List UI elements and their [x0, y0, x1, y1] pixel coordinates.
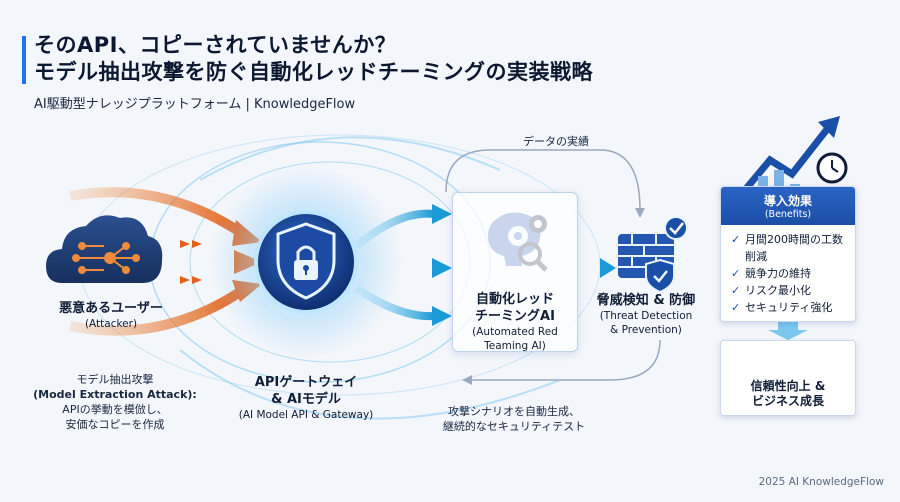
check-icon: ✓	[731, 284, 741, 297]
shield-lock-icon	[276, 222, 336, 300]
benefits-card: 導入効果 (Benefits) ✓ 月間200時間の工数削減 ✓ 競争力の維持 ✓ リ…	[720, 186, 856, 322]
attack-note-line-3: APIの挙動を模倣し、	[62, 403, 168, 416]
attacker-title: 悪意あるユーザー	[59, 301, 163, 316]
redteam-label: 自動化レッド チーミングAI (Automated Red Teaming AI…	[453, 291, 577, 353]
trust-line-1: 信頼性向上 &	[750, 379, 826, 393]
benefits-list: ✓ 月間200時間の工数削減 ✓ 競争力の維持 ✓ リスク最小化 ✓ セキュリティ強化	[721, 225, 855, 316]
flow-arrows-to-redteam	[353, 204, 452, 326]
benefit-item-3: リスク最小化	[745, 284, 811, 297]
scenario-note-line-2: 継続的なセキュリティテスト	[442, 420, 586, 433]
gateway-label: APIゲートウェイ & AIモデル (AI Model API & Gatewa…	[236, 374, 376, 422]
redteam-sub-1: (Automated Red	[472, 326, 558, 338]
threat-title: 脅威検知 & 防御	[596, 293, 696, 308]
trust-line-2: ビジネス成長	[751, 394, 824, 408]
attacker-label: 悪意あるユーザー (Attacker)	[36, 300, 186, 331]
gateway-sub: (AI Model API & Gateway)	[238, 409, 374, 421]
page-subtitle: AI駆動型ナレッジプラットフォーム | KnowledgeFlow	[34, 97, 356, 112]
check-icon: ✓	[731, 301, 741, 314]
benefits-title: 導入効果	[763, 194, 812, 208]
benefit-item: ✓ 競争力の維持	[731, 265, 855, 282]
clock-icon	[816, 152, 848, 184]
attacker-cloud-icon	[46, 215, 163, 283]
gateway-line-2: & AIモデル	[271, 392, 341, 407]
trust-label: 信頼性向上 & ビジネス成長	[721, 379, 855, 409]
redteam-box: 自動化レッド チーミングAI (Automated Red Teaming AI…	[452, 192, 578, 352]
redteam-sub-2: Teaming AI)	[484, 340, 546, 352]
gateway-line-1: APIゲートウェイ	[254, 375, 358, 390]
data-note: データの実績	[523, 135, 589, 148]
attack-note-line-1: モデル抽出攻撃	[76, 373, 154, 386]
benefit-item: ✓ 月間200時間の工数削減	[731, 231, 855, 265]
attack-note: モデル抽出攻撃 (Model Extraction Attack): APIの挙…	[30, 372, 200, 432]
redteam-line-2: チーミングAI	[475, 309, 555, 324]
title-line-1: そのAPI、コピーされていませんか？	[34, 33, 397, 57]
benefit-item-1-line-1: 月間200時間の工数	[745, 233, 843, 246]
check-icon: ✓	[731, 233, 741, 246]
redteam-line-1: 自動化レッド	[475, 292, 554, 307]
attacker-sub: (Attacker)	[84, 318, 138, 330]
scenario-note-line-1: 攻撃シナリオを自動生成、	[448, 405, 580, 418]
benefit-item: ✓ セキュリティ強化	[731, 299, 855, 316]
check-badge-icon	[664, 216, 688, 240]
threat-sub-2: & Prevention)	[610, 324, 682, 336]
benefits-header: 導入効果 (Benefits)	[721, 187, 855, 225]
trust-card: 信頼性向上 & ビジネス成長	[720, 340, 856, 416]
footer-credit: 2025 AI KnowledgeFlow	[758, 476, 884, 488]
benefit-item: ✓ リスク最小化	[731, 282, 855, 299]
title-accent-bar	[22, 36, 26, 84]
threat-label: 脅威検知 & 防御 (Threat Detection & Prevention…	[586, 292, 706, 337]
benefit-item-4: セキュリティ強化	[745, 301, 833, 314]
page-title: そのAPI、コピーされていませんか？ モデル抽出攻撃を防ぐ自動化レッドチーミング…	[34, 32, 593, 86]
attack-note-line-2: (Model Extraction Attack):	[33, 388, 197, 401]
firewall-shield-icon	[618, 234, 675, 294]
scenario-note: 攻撃シナリオを自動生成、 継続的なセキュリティテスト	[424, 404, 604, 434]
attack-note-line-4: 安価なコピーを作成	[65, 418, 165, 431]
check-icon: ✓	[731, 267, 741, 280]
threat-sub-1: (Threat Detection	[599, 310, 693, 322]
benefit-item-2: 競争力の維持	[745, 267, 811, 280]
benefits-sub: (Benefits)	[764, 209, 812, 220]
benefit-item-1-line-2: 削減	[745, 250, 767, 263]
title-line-2: モデル抽出攻撃を防ぐ自動化レッドチーミングの実装戦略	[34, 60, 593, 84]
